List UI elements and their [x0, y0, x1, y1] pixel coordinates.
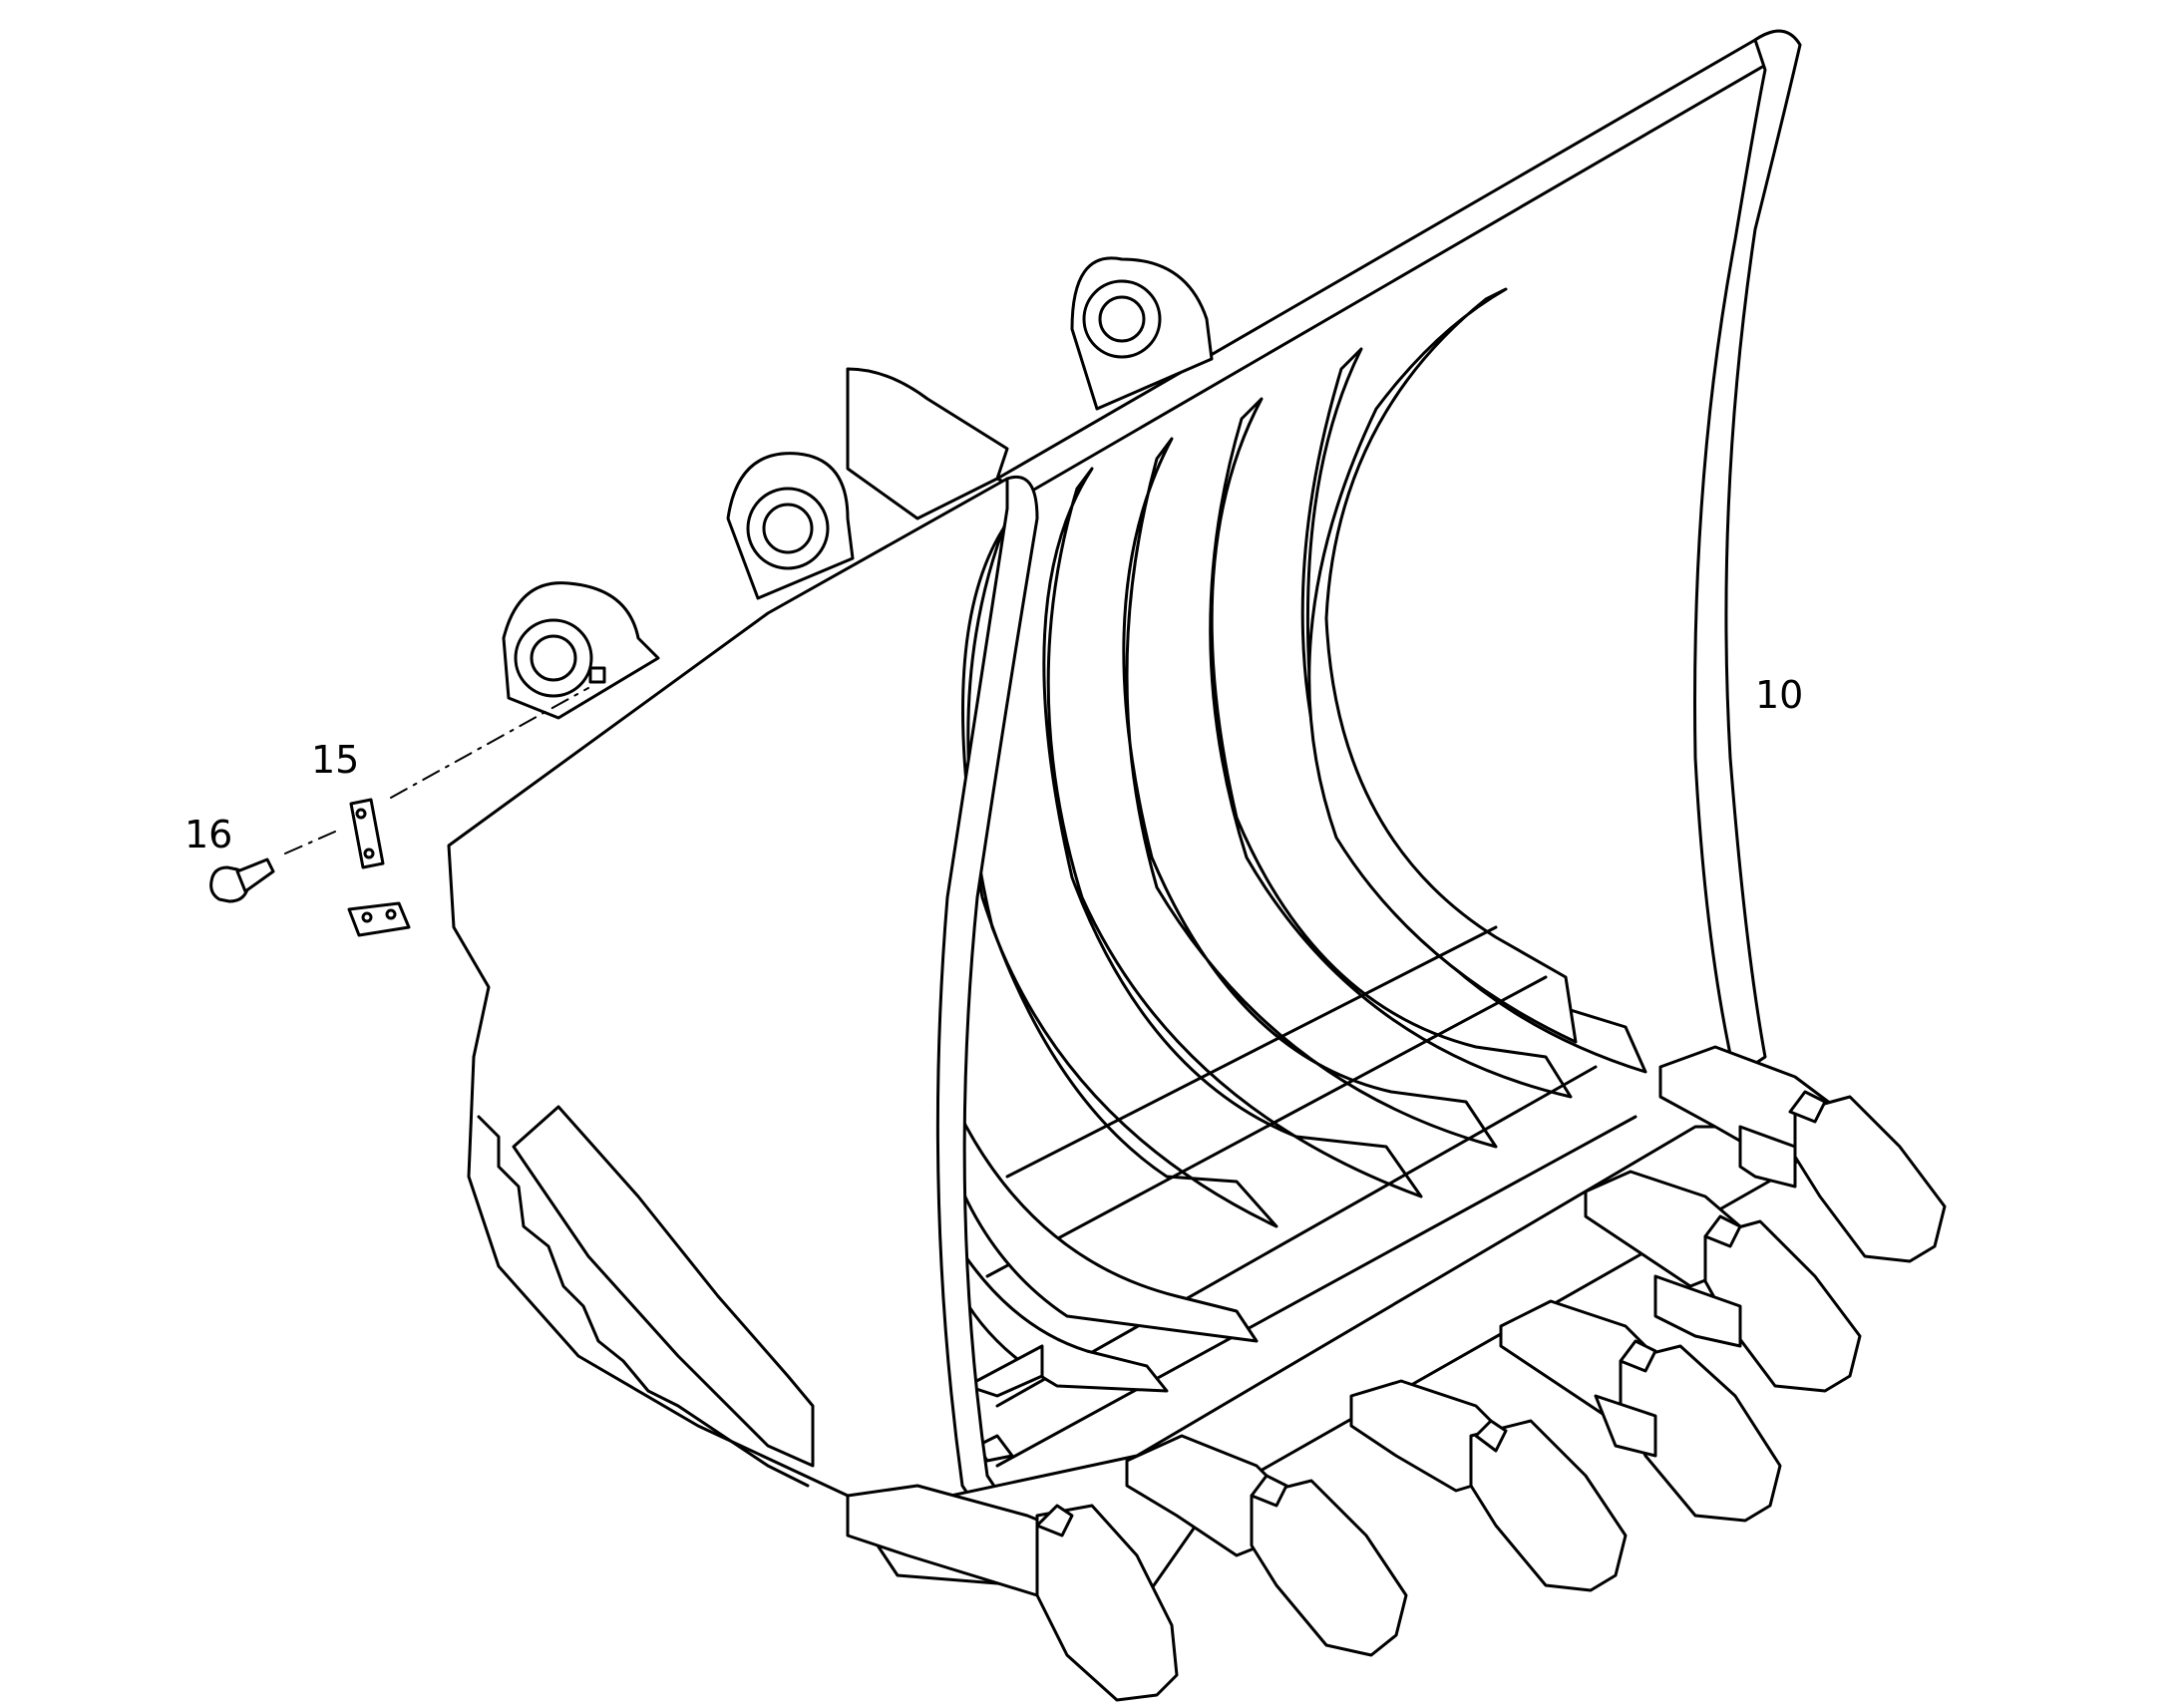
bucket-interior-rib-3 — [1122, 437, 1498, 1149]
bucket-lug-mid — [726, 367, 1009, 600]
bucket-interior-rib-4 — [1209, 397, 1573, 1099]
bucket-tooth-4 — [1499, 1299, 1782, 1523]
assembly-centerline — [284, 687, 589, 854]
callout-label-plate: 15 — [311, 738, 359, 782]
bucket-inner-plate-lower — [950, 1234, 1169, 1393]
bucket-lug-far — [1070, 256, 1214, 411]
bucket-interior-rib-2 — [1042, 467, 1423, 1198]
bucket-left-front-edge — [935, 476, 1039, 1518]
bucket-floor-lines — [985, 925, 1637, 1468]
bucket-lug-near — [502, 581, 660, 720]
bucket-inner-plate — [940, 1075, 1259, 1343]
bucket-side-wear-strip — [512, 1105, 815, 1468]
part-plate-flat — [347, 901, 411, 937]
callout-label-bolt: 16 — [184, 813, 232, 856]
callout-label-bucket: 10 — [1755, 673, 1803, 717]
bucket-drawing — [209, 29, 1947, 1702]
bucket-tooth-3 — [1349, 1379, 1628, 1592]
bucket-inner-plate-bottom — [965, 1344, 1044, 1398]
bucket-right-side-plate — [1693, 29, 1802, 1079]
bucket-tooth-2 — [1125, 1434, 1408, 1657]
bucket-back-curve — [1307, 287, 1578, 1044]
bucket-tooth-5 — [1584, 1170, 1862, 1393]
bucket-bottom-skid — [477, 1115, 810, 1488]
part-bolt — [209, 857, 275, 903]
part-plate — [349, 798, 385, 869]
bucket-tooth-6 — [1658, 1045, 1947, 1263]
bucket-tooth-1 — [846, 1484, 1179, 1702]
